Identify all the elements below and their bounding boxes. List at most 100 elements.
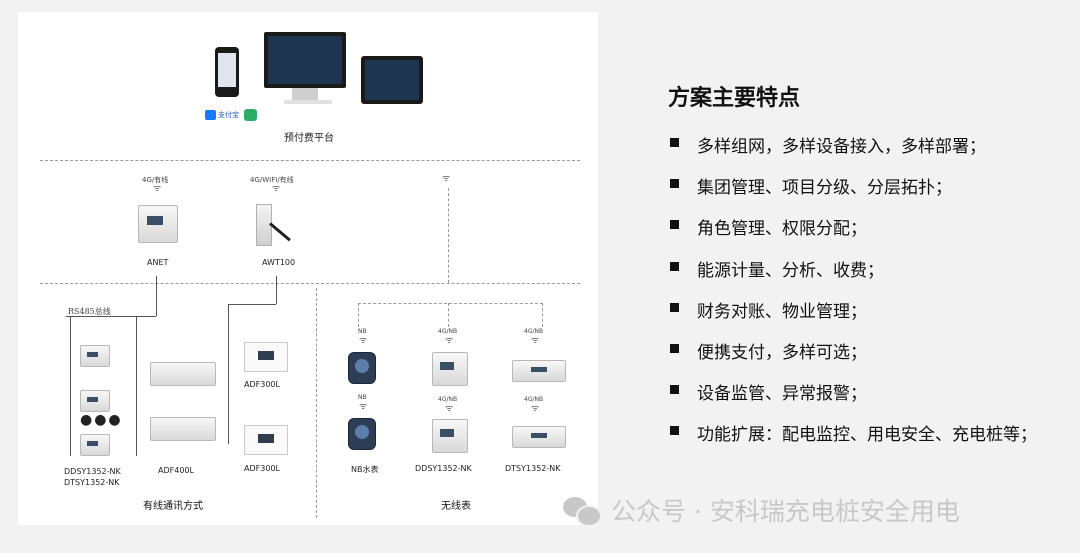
watermark-text: 公众号 · 安科瑞充电桩安全用电 [611, 497, 960, 526]
bullet-square-icon [670, 343, 679, 353]
col2-adf400l-top [150, 362, 216, 386]
platform-label: 预付费平台 [284, 133, 334, 144]
platform-separator [40, 160, 580, 161]
single-tag-1: 4G/NB [438, 328, 458, 335]
feature-item: 集团管理、项目分级、分层拓扑； [668, 173, 1068, 214]
wireless-uplink [448, 188, 449, 283]
single-wifi-icon-1: ᯤ [445, 336, 454, 346]
water-meter-1 [348, 352, 376, 384]
alipay-icon [205, 110, 216, 120]
col3-rail [228, 304, 229, 444]
keyboard [284, 100, 332, 104]
col1-meter-1 [80, 345, 110, 367]
feature-item: 财务对账、物业管理； [668, 297, 1068, 338]
water-tag-2: NB [358, 394, 367, 401]
col3-top-name: ADF300L [244, 380, 280, 389]
desktop-monitor [264, 32, 346, 88]
three-tag-1: 4G/NB [524, 328, 544, 335]
awt100-drop [276, 276, 277, 304]
col1-meter-2 [80, 390, 110, 412]
awt100-wifi-icon: ᯤ [272, 184, 281, 194]
single-wifi-icon-2: ᯤ [445, 404, 454, 414]
rs485-bus-label: RS485总线 [68, 307, 111, 316]
three-meter-2 [512, 426, 566, 448]
awt100-comm-label: 4G/WIFI/有线 [250, 176, 294, 184]
features-panel: 方案主要特点 多样组网，多样设备接入，多样部署； 集团管理、项目分级、分层拓扑； 角… [668, 80, 1068, 462]
feature-item: 设备监管、异常报警； [668, 379, 1068, 420]
anet-drop [156, 276, 157, 316]
single-tag-2: 4G/NB [438, 396, 458, 403]
feature-text: 财务对账、物业管理； [697, 301, 867, 322]
three-meter-1 [512, 360, 566, 382]
rs485-bus-line [66, 316, 156, 317]
anet-name: ANET [147, 258, 169, 267]
anet-gateway-device [138, 205, 178, 243]
feature-item: 多样组网，多样设备接入，多样部署； [668, 132, 1068, 173]
water-wifi-icon-1: ᯤ [359, 336, 368, 346]
feature-item: 便携支付，多样可选； [668, 338, 1068, 379]
feature-text: 设备监管、异常报警； [697, 384, 867, 405]
awt100-name: AWT100 [262, 258, 296, 267]
wireless-wifi-icon: ᯤ [442, 174, 451, 184]
bullet-square-icon [670, 138, 679, 147]
bullet-square-icon [670, 385, 679, 395]
three-wifi-icon-1: ᯤ [531, 336, 540, 346]
feature-text: 角色管理、权限分配； [697, 219, 867, 240]
col2-name: ADF400L [158, 466, 194, 475]
wechat-pay-icon [244, 109, 257, 121]
watermark: 公众号 · 安科瑞充电桩安全用电 [563, 492, 960, 528]
alipay-label: 支付宝 [218, 111, 239, 119]
feature-text: 功能扩展：配电监控、用电安全、充电桩等； [697, 425, 1037, 446]
features-list: 多样组网，多样设备接入，多样部署； 集团管理、项目分级、分层拓扑； 角色管理、权限分… [668, 132, 1068, 462]
section-divider [316, 288, 317, 518]
single-meter-1 [432, 352, 468, 386]
gateway-separator [40, 283, 580, 284]
feature-item: 角色管理、权限分配； [668, 214, 1068, 255]
anet-comm-label: 4G/有线 [142, 176, 169, 184]
feature-item: 功能扩展：配电监控、用电安全、充电桩等； [668, 420, 1068, 461]
feature-text: 能源计量、分析、收费； [697, 260, 884, 281]
feature-text: 便携支付，多样可选； [697, 342, 867, 363]
col1-more-dots: ●●● [80, 412, 123, 428]
three-name: DTSY1352-NK [505, 464, 561, 473]
feature-text: 集团管理、项目分级、分层拓扑； [697, 178, 952, 199]
awt100-antenna [269, 222, 291, 242]
water-name: NB水表 [351, 465, 379, 474]
water-meter-2 [348, 418, 376, 450]
col1-name: DDSY1352-NK DTSY1352-NK [64, 467, 121, 487]
wired-caption: 有线通讯方式 [143, 501, 203, 512]
three-wifi-icon-2: ᯤ [531, 404, 540, 414]
col2-rail [136, 316, 137, 456]
architecture-diagram: 支付宝 预付费平台 4G/有线 ᯤ ANET 4G/WIFI/有线 ᯤ AWT1… [18, 12, 598, 525]
wireless-caption: 无线表 [441, 501, 471, 512]
awt100-bus [228, 304, 276, 305]
bullet-square-icon [670, 220, 679, 230]
monitor-stand [292, 88, 318, 102]
single-name: DDSY1352-NK [415, 464, 472, 473]
wireless-bus [358, 303, 543, 304]
features-title: 方案主要特点 [668, 86, 801, 111]
col1-rail [70, 316, 71, 456]
single-meter-2 [432, 419, 468, 453]
bullet-square-icon [670, 302, 679, 312]
col3-adf300l-top [244, 342, 288, 372]
bullet-square-icon [670, 261, 679, 271]
water-wifi-icon-2: ᯤ [359, 402, 368, 412]
wireless-drop-single [448, 303, 449, 327]
feature-item: 能源计量、分析、收费； [668, 256, 1068, 297]
wireless-drop-water [358, 303, 359, 327]
col3-bottom-name: ADF300L [244, 464, 280, 473]
anet-wifi-icon: ᯤ [153, 184, 162, 194]
wireless-drop-three [542, 303, 543, 327]
phone-device [215, 47, 239, 97]
col1-meter-3 [80, 434, 110, 456]
wechat-logo-icon [563, 495, 602, 527]
three-tag-2: 4G/NB [524, 396, 544, 403]
col3-adf300l-bottom [244, 425, 288, 455]
bullet-square-icon [670, 179, 679, 189]
col2-adf400l-bottom [150, 417, 216, 441]
water-tag-1: NB [358, 328, 367, 335]
bullet-square-icon [670, 426, 679, 436]
tablet-device [361, 56, 423, 104]
feature-text: 多样组网，多样设备接入，多样部署； [697, 137, 986, 157]
